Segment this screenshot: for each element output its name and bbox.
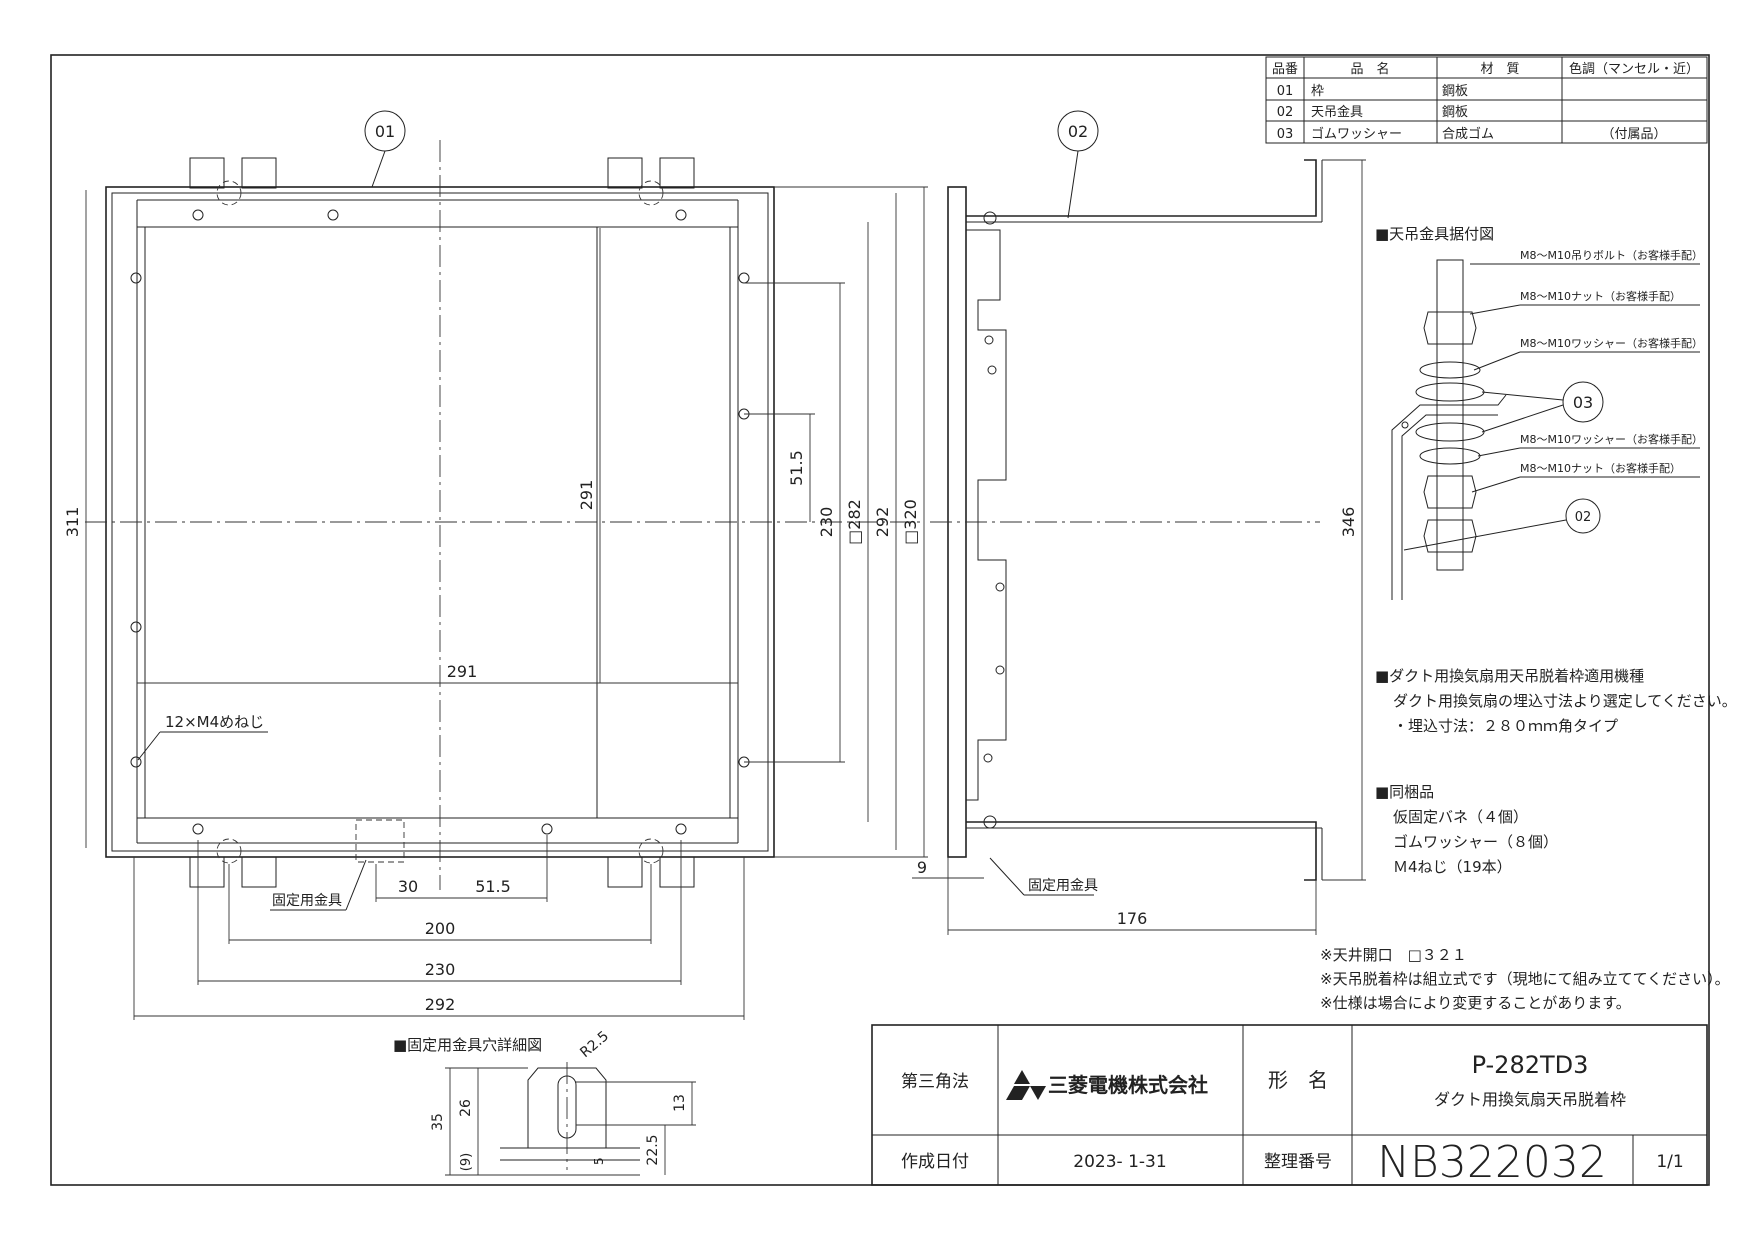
dim-320: □320 <box>901 499 920 545</box>
callout-03: 03 <box>1573 393 1593 412</box>
ref-number: NB322032 <box>1377 1137 1607 1188</box>
detail-dim-9: (9) <box>459 1153 474 1171</box>
dim-292-vertical: 292 <box>873 507 892 538</box>
table-cell: 合成ゴム <box>1442 126 1494 142</box>
callout-02-small: 02 <box>1575 510 1592 525</box>
table-header-color: 色調（マンセル・近） <box>1569 61 1699 77</box>
table-cell: （付属品） <box>1601 127 1666 142</box>
table-cell: 01 <box>1277 84 1294 99</box>
hanger-title: ■天吊金具据付図 <box>1375 225 1494 243</box>
detail-dim-35: 35 <box>430 1113 446 1131</box>
note-assembly: ※天吊脱着枠は組立式です（現地にて組み立ててください）。 <box>1320 970 1730 988</box>
applicable-title: ■ダクト用換気扇用天吊脱着枠適用機種 <box>1375 667 1644 685</box>
model-number: P-282TD3 <box>1472 1051 1589 1079</box>
dim-230-horizontal: 230 <box>425 960 456 979</box>
dim-311: 311 <box>63 507 82 538</box>
dim-346: 346 <box>1339 507 1358 538</box>
note-opening: ※天井開口 □３２１ <box>1320 946 1467 964</box>
table-cell: 天吊金具 <box>1311 104 1363 120</box>
ref-label: 整理番号 <box>1264 1152 1332 1172</box>
callout-01: 01 <box>375 122 395 141</box>
screws-label: 12×M4めねじ <box>165 713 264 731</box>
company-logo <box>1014 1070 1030 1084</box>
detail-dim-22-5: 22.5 <box>645 1134 661 1165</box>
detail-dim-26: 26 <box>458 1099 474 1117</box>
applicable-line-2: ・埋込寸法：２８０ｍｍ角タイプ <box>1393 717 1618 735</box>
product-name: ダクト用換気扇天吊脱着枠 <box>1434 1090 1626 1109</box>
bundled-line-3: Ｍ4ねじ（19本） <box>1393 858 1512 876</box>
title-block: 第三角法 三菱電機株式会社 形 名 P-282TD3 ダクト用換気扇天吊脱着枠 … <box>871 1024 1708 1188</box>
table-header-material: 材 質 <box>1480 62 1519 77</box>
note-spec: ※仕様は場合により変更することがあります。 <box>1320 994 1631 1012</box>
fixing-bracket-label-side: 固定用金具 <box>1028 878 1098 894</box>
side-view: 02 346 9 176 固定用金具 <box>912 110 1366 935</box>
fixing-bracket-label-front: 固定用金具 <box>272 893 342 909</box>
hanger-washer2-label: M8～M10ワッシャー（お客様手配） <box>1520 432 1703 446</box>
detail-dim-13: 13 <box>672 1094 688 1112</box>
table-header-name: 品 名 <box>1350 61 1389 77</box>
hanger-bolt-label: M8～M10吊りボルト（お客様手配） <box>1520 248 1703 262</box>
bundled-line-2: ゴムワッシャー（８個） <box>1393 833 1558 851</box>
dim-30: 30 <box>398 877 418 896</box>
table-cell: 03 <box>1277 127 1294 142</box>
dim-292-horizontal: 292 <box>425 995 456 1014</box>
hanger-washer1-label: M8～M10ワッシャー（お客様手配） <box>1520 336 1703 350</box>
hole-detail: ■固定用金具穴詳細図 R2.5 35 26 (9) 13 22.5 5 <box>393 1028 696 1176</box>
company-name: 三菱電機株式会社 <box>1048 1073 1208 1097</box>
dim-200: 200 <box>425 919 456 938</box>
bundled-line-1: 仮固定バネ（４個） <box>1393 808 1528 826</box>
bundled-title: ■同梱品 <box>1375 783 1434 801</box>
model-label: 形 名 <box>1268 1068 1328 1092</box>
hanger-nut2-label: M8～M10ナット（お客様手配） <box>1520 461 1681 475</box>
applicable-line-1: ダクト用換気扇の埋込寸法より選定してください。 <box>1393 692 1737 710</box>
detail-r2-5: R2.5 <box>577 1028 612 1061</box>
hanger-nut1-label: M8～M10ナット（お客様手配） <box>1520 289 1681 303</box>
sheet-number: 1/1 <box>1656 1152 1683 1172</box>
table-header-no: 品番 <box>1272 62 1298 77</box>
dim-291-vertical: 291 <box>577 480 596 511</box>
callout-02: 02 <box>1068 122 1088 141</box>
detail-dim-5: 5 <box>592 1157 606 1165</box>
table-cell: ゴムワッシャー <box>1311 126 1402 142</box>
dim-282: □282 <box>845 499 864 545</box>
detail-title: ■固定用金具穴詳細図 <box>393 1036 542 1054</box>
table-cell: 枠 <box>1311 84 1324 99</box>
dim-230-vertical: 230 <box>817 507 836 538</box>
hanger-detail: ■天吊金具据付図 M8～M10吊りボルト（お客様手配） M8～M10ナット（お客… <box>1375 225 1703 600</box>
table-cell: 鋼板 <box>1442 105 1468 120</box>
table-cell: 鋼板 <box>1442 84 1468 99</box>
dim-51-5-vertical: 51.5 <box>787 450 806 486</box>
dim-176: 176 <box>1117 909 1148 928</box>
projection-label: 第三角法 <box>901 1072 969 1092</box>
dim-51-5-horizontal: 51.5 <box>475 877 511 896</box>
front-view: 01 311 291 51.5 230 □282 292 □320 291 12… <box>63 110 928 1020</box>
date-label: 作成日付 <box>901 1152 969 1172</box>
notes: ■ダクト用換気扇用天吊脱着枠適用機種 ダクト用換気扇の埋込寸法より選定してくださ… <box>1320 667 1737 1012</box>
dim-9: 9 <box>917 858 927 877</box>
dim-291-horizontal: 291 <box>447 662 478 681</box>
table-cell: 02 <box>1277 105 1294 120</box>
parts-table: 品番 品 名 材 質 色調（マンセル・近） 01 枠 鋼板 02 天吊金具 鋼板… <box>1265 56 1708 144</box>
date-value: 2023- 1-31 <box>1073 1152 1166 1172</box>
